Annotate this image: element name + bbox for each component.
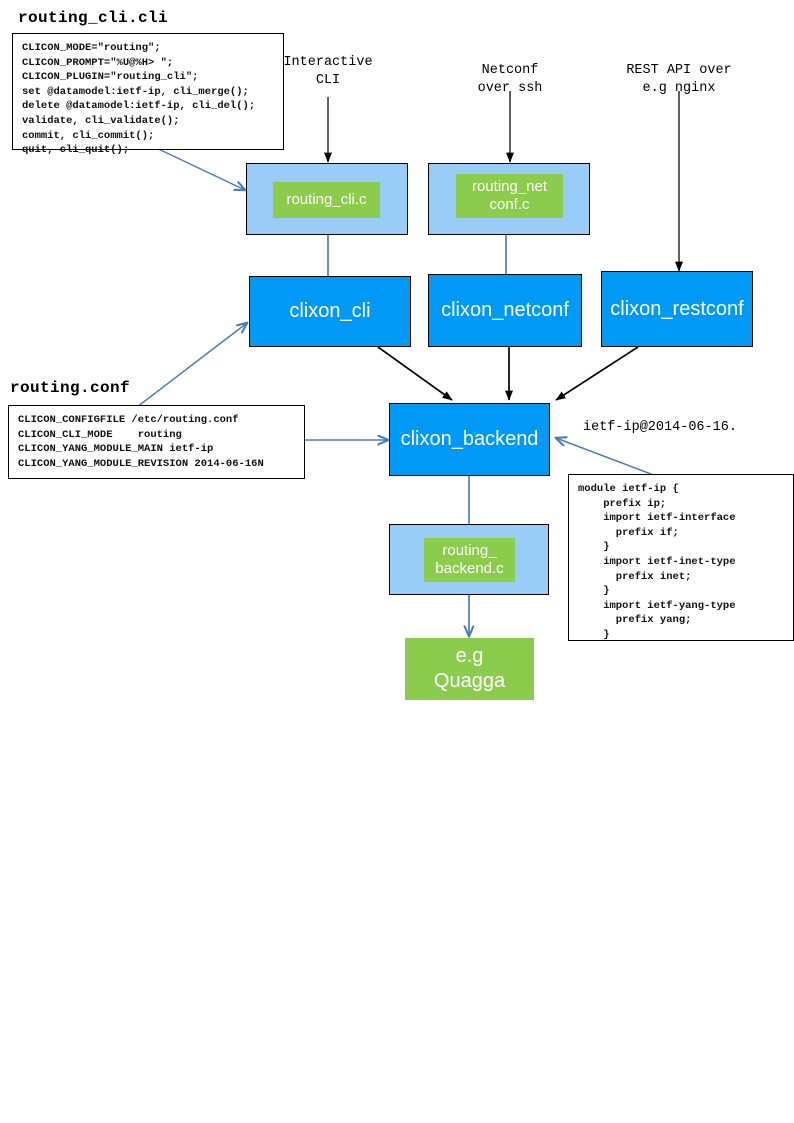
edge-clixon-restconf-to-clixon-backend [555, 346, 639, 401]
annotation-interactive-cli: Interactive CLI [283, 55, 373, 88]
plugin-chip-routing-netconf-c: routing_net conf.c [456, 174, 563, 218]
process-clixon-netconf: clixon_netconf [428, 274, 582, 347]
routing-conf-codebox: CLICON_CONFIGFILE /etc/routing.conf CLIC… [8, 405, 305, 479]
edge-clixon-cli-to-clixon-backend [377, 346, 453, 401]
yang-module-title: ietf-ip@2014-06-16. [583, 420, 737, 435]
routing-cli-cli-codebox: CLICON_MODE="routing"; CLICON_PROMPT="%U… [12, 33, 284, 156]
process-clixon-cli: clixon_cli [249, 276, 411, 347]
routing-cli-cli-title: routing_cli.cli [18, 9, 169, 27]
leaf-quagga: e.g Quagga [405, 638, 534, 700]
routing-conf-title: routing.conf [10, 379, 131, 397]
annotation-rest-api-over-nginx: REST API over e.g nginx [626, 63, 732, 96]
plugin-chip-routing-backend-c: routing_ backend.c [424, 538, 515, 582]
plugin-chip-routing-cli-c: routing_cli.c [273, 182, 380, 218]
yang-module-codebox: module ietf-ip { prefix ip; import ietf-… [568, 474, 794, 641]
annotation-netconf-over-ssh: Netconf over ssh [477, 63, 543, 96]
process-clixon-backend: clixon_backend [389, 403, 550, 476]
edge-routing-cli-cli-to-routing-cli-c [149, 144, 245, 190]
process-clixon-restconf: clixon_restconf [601, 271, 753, 347]
